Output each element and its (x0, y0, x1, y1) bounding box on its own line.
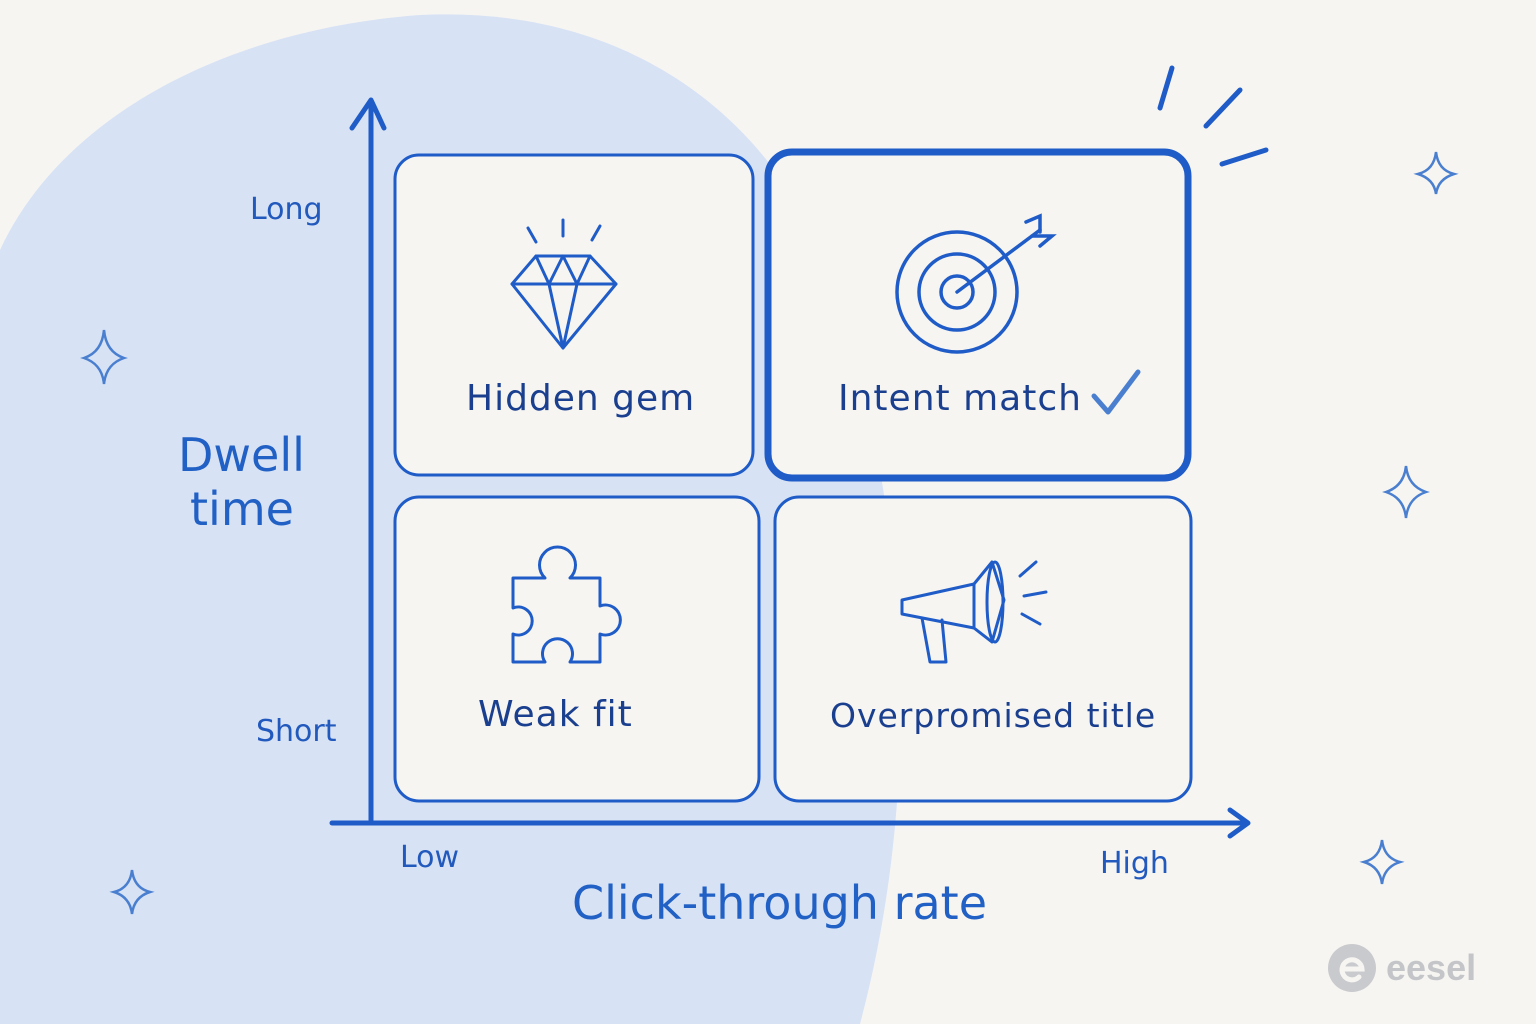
y-axis (349, 97, 387, 823)
brand-logo: eesel (1328, 944, 1476, 992)
y-axis-title-line2: time (190, 482, 294, 536)
sparkle-icon (109, 869, 155, 915)
quadrant-overpromised-title (773, 495, 1193, 803)
megaphone-icon (900, 560, 1048, 664)
x-axis-high-label: High (1100, 846, 1169, 881)
quadrant-label-intent-match: Intent match (838, 378, 1082, 419)
quadrant-label-weak-fit: Weak fit (478, 694, 633, 735)
diamond-icon (510, 218, 618, 350)
quadrant-hidden-gem (393, 153, 755, 477)
y-axis-low-label: Short (256, 714, 337, 749)
puzzle-piece-icon (511, 545, 622, 664)
y-axis-title-line1: Dwell (178, 428, 305, 482)
x-axis (329, 807, 1251, 839)
checkmark-icon (1091, 369, 1141, 415)
sparkle-icon (80, 329, 128, 385)
quadrant-weak-fit (393, 495, 761, 803)
sparkle-icon (1382, 465, 1430, 519)
eesel-logo-icon (1328, 944, 1376, 992)
x-axis-low-label: Low (400, 840, 460, 875)
target-arrow-icon (895, 213, 1057, 354)
quadrant-intent-match (764, 148, 1192, 482)
emphasis-lines (1157, 65, 1269, 167)
sparkle-icon (1359, 839, 1405, 885)
y-axis-high-label: Long (250, 192, 323, 227)
sparkle-icon (1413, 151, 1459, 195)
brand-name: eesel (1386, 947, 1477, 988)
quadrant-label-overpromised-title: Overpromised title (830, 696, 1157, 735)
quadrant-label-hidden-gem: Hidden gem (466, 378, 696, 419)
x-axis-title: Click-through rate (572, 876, 988, 930)
